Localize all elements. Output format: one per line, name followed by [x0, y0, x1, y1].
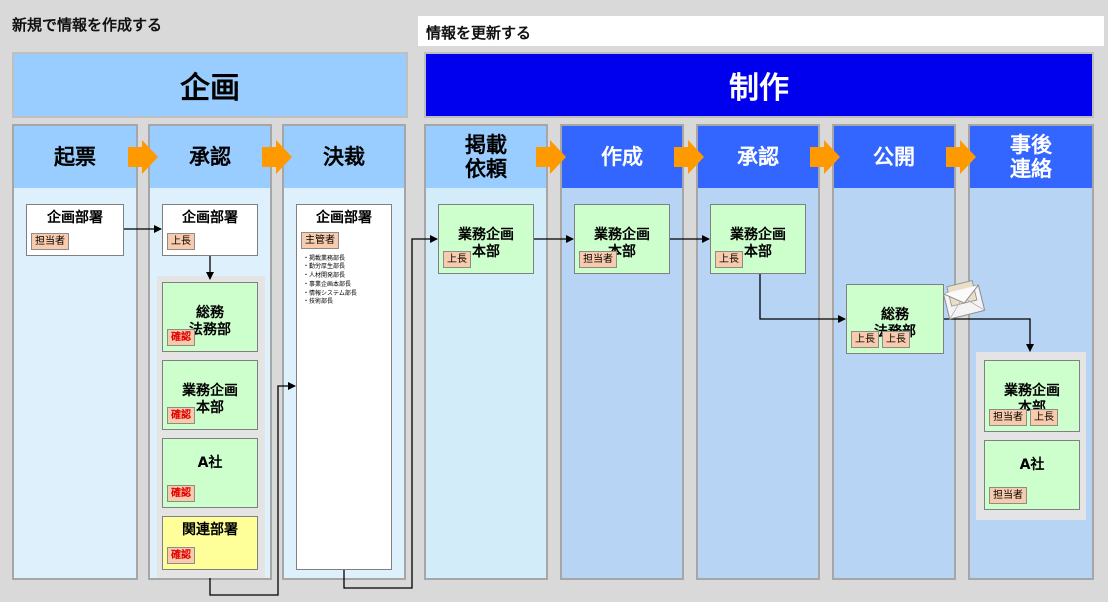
approve-business-tag: 確認 — [167, 407, 195, 424]
approve-dept-title: 企画部署 — [182, 210, 238, 226]
decision-dept-list: 掲載業務部長 勤労厚生部長 人材開発部長 事業企画本部長 情報システム部長 技術… — [297, 255, 391, 307]
decision-dept-box: 企画部署 主管者 掲載業務部長 勤労厚生部長 人材開発部長 事業企画本部長 情報… — [296, 204, 392, 570]
decision-list-item: 技術部長 — [303, 298, 391, 307]
followup-business-tag: 上長 — [1030, 409, 1058, 426]
column-create: 作成 — [560, 124, 684, 580]
approve-a-title: A社 — [197, 455, 223, 471]
column-decision-head: 決裁 — [284, 126, 404, 188]
decision-list-item: 情報システム部長 — [303, 290, 391, 299]
draft-dept-tag: 担当者 — [31, 233, 69, 250]
approve-business-box: 業務企画 本部 確認 — [162, 360, 258, 430]
column-draft: 起票 — [12, 124, 138, 580]
update-section-title: 情報を更新する — [426, 24, 532, 42]
decision-list-item: 事業企画本部長 — [303, 281, 391, 290]
followup-a-box: A社 担当者 — [984, 440, 1080, 510]
decision-list-item: 勤労厚生部長 — [303, 263, 391, 272]
create-section-title: 新規で情報を作成する — [12, 16, 163, 34]
draft-dept-box: 企画部署 担当者 — [26, 204, 124, 256]
decision-list-item: 掲載業務部長 — [303, 255, 391, 264]
followup-a-title: A社 — [1019, 457, 1045, 473]
column-approve1-head: 承認 — [150, 126, 270, 188]
approve2-business-tag: 上長 — [715, 251, 743, 268]
publish-general-tag: 上長 — [851, 331, 879, 348]
create-business-tag: 担当者 — [579, 251, 617, 268]
publish-general-tag: 上長 — [882, 331, 910, 348]
followup-business-box: 業務企画 本部 担当者上長 — [984, 360, 1080, 432]
update-title-band — [418, 16, 1104, 46]
approve-related-tag: 確認 — [167, 547, 195, 564]
column-draft-head: 起票 — [14, 126, 136, 188]
request-business-title: 業務企画 本部 — [458, 226, 514, 260]
followup-a-tag: 担当者 — [989, 487, 1027, 504]
request-business-tag: 上長 — [443, 251, 471, 268]
approve-general-title: 総務 法務部 — [189, 304, 231, 338]
request-business-box: 業務企画 本部 上長 — [438, 204, 534, 274]
decision-dept-tag: 主管者 — [301, 231, 339, 249]
column-create-head: 作成 — [562, 126, 682, 188]
phase-production-banner: 制作 — [424, 52, 1094, 118]
approve-related-box: 関連部署 確認 — [162, 516, 258, 570]
column-request-head: 掲載 依頼 — [426, 126, 546, 188]
column-publish-head: 公開 — [834, 126, 954, 188]
column-followup-head: 事後 連絡 — [970, 126, 1092, 188]
decision-dept-title: 企画部署 — [316, 210, 372, 226]
approve2-business-title: 業務企画 本部 — [730, 226, 786, 260]
draft-dept-title: 企画部署 — [47, 210, 103, 226]
decision-list-item: 人材開発部長 — [303, 272, 391, 281]
column-approve2-head: 承認 — [698, 126, 818, 188]
column-approve2: 承認 — [696, 124, 820, 580]
column-request: 掲載 依頼 — [424, 124, 548, 580]
approve2-business-box: 業務企画 本部 上長 — [710, 204, 806, 274]
approve-a-box: A社 確認 — [162, 438, 258, 508]
approve-general-box: 総務 法務部 確認 — [162, 282, 258, 352]
followup-business-tag: 担当者 — [989, 409, 1027, 426]
approve-a-tag: 確認 — [167, 485, 195, 502]
approve-dept-tag: 上長 — [167, 233, 195, 250]
approve-dept-box: 企画部署 上長 — [162, 204, 258, 256]
approve-general-tag: 確認 — [167, 329, 195, 346]
phase-plan-banner: 企画 — [12, 52, 408, 118]
create-business-box: 業務企画 本部 担当者 — [574, 204, 670, 274]
approve-related-title: 関連部署 — [182, 522, 238, 538]
